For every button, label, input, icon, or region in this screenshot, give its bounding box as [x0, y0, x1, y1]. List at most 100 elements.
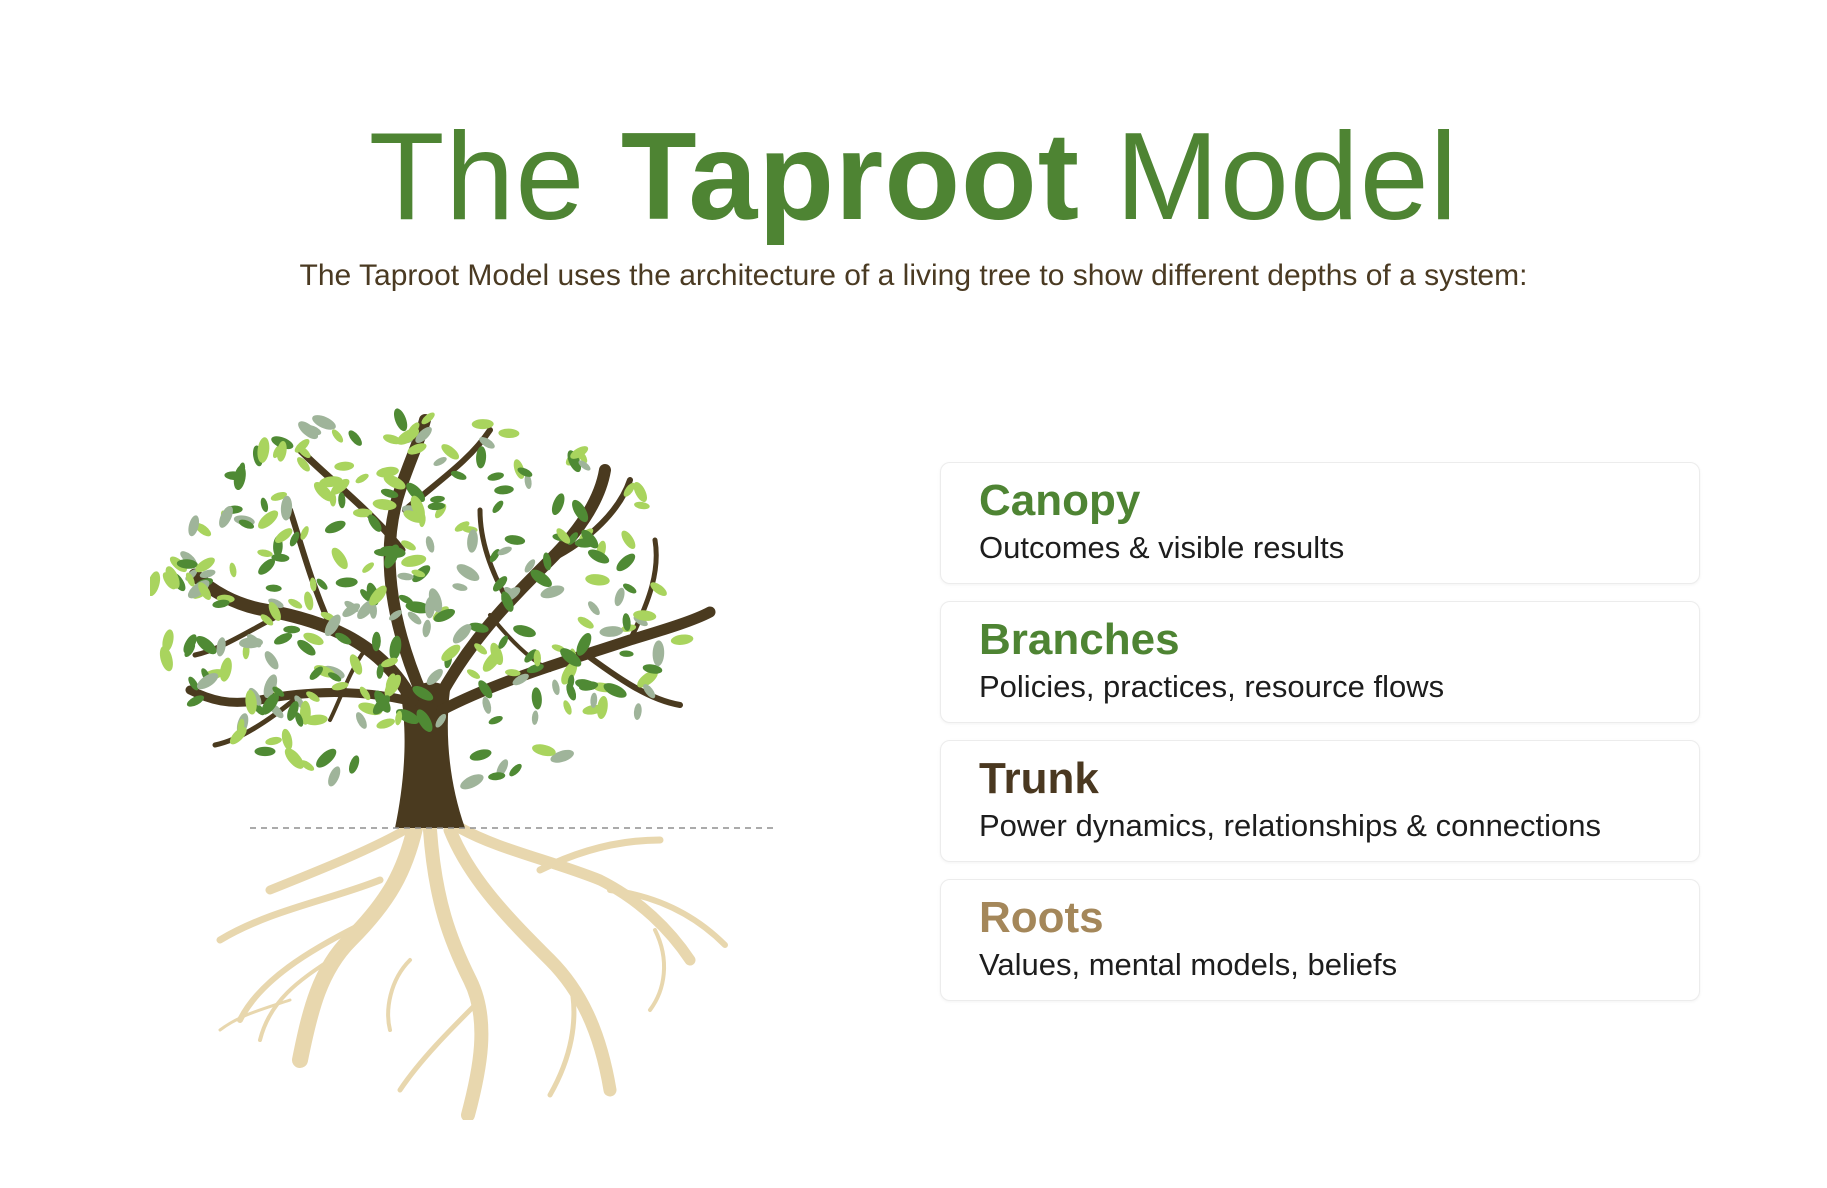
leaf-294 [587, 549, 610, 564]
leaf-261 [381, 657, 398, 668]
leaf-147 [159, 646, 173, 672]
leaf-297 [433, 457, 447, 466]
layer-title-roots: Roots [979, 893, 1104, 942]
leaf-229 [468, 622, 489, 633]
leaf-284 [441, 444, 460, 460]
root-10 [547, 977, 577, 1098]
leaf-203 [372, 499, 397, 511]
leaf-198 [238, 462, 246, 478]
leaf-216 [335, 632, 352, 645]
leaf-76 [616, 553, 636, 572]
leaf-281 [393, 408, 408, 432]
root-14 [386, 958, 412, 1032]
leaf-220 [288, 598, 303, 609]
leaf-117 [324, 614, 341, 637]
leaf-269 [570, 446, 589, 459]
leaf-137 [476, 446, 487, 469]
title-post: Model [1080, 108, 1459, 246]
leaf-252 [396, 428, 420, 445]
subtitle: The Taproot Model uses the architecture … [299, 259, 1528, 292]
branch-15 [488, 613, 552, 672]
leaf-30 [488, 715, 503, 725]
leaf-54 [328, 766, 341, 787]
leaf-222 [422, 619, 431, 638]
leaf-280 [469, 749, 492, 761]
leaf-80 [489, 548, 500, 563]
root-9 [397, 997, 483, 1093]
leaf-142 [396, 708, 420, 725]
leaf-243 [452, 624, 472, 644]
leaf-0 [407, 611, 422, 625]
leaf-8 [265, 736, 282, 746]
leaf-241 [416, 709, 433, 732]
leaf-1 [415, 426, 432, 443]
leaf-292 [219, 505, 233, 528]
page-title: The Taproot Model [0, 112, 1827, 242]
leaf-18 [634, 501, 650, 510]
leaf-278 [349, 654, 363, 675]
leaf-155 [176, 559, 198, 569]
leaf-196 [642, 664, 663, 674]
leaf-132 [512, 673, 529, 686]
leaf-290 [397, 572, 414, 581]
leaf-276 [576, 632, 592, 656]
branch-12 [212, 692, 303, 748]
leaf-12 [376, 718, 395, 729]
leaf-279 [369, 585, 387, 606]
leaf-103 [488, 772, 506, 781]
leaf-51 [348, 430, 362, 446]
leaf-169 [238, 519, 255, 529]
tree-illustration-icon [150, 408, 775, 1120]
leaf-86 [412, 685, 434, 701]
leaf-251 [276, 441, 287, 462]
leaf-67 [585, 574, 610, 586]
leaf-7 [567, 532, 578, 545]
leaf-264 [374, 690, 391, 713]
leaf-25 [492, 500, 504, 514]
leaf-6 [380, 488, 399, 499]
leaf-250 [556, 528, 571, 544]
leaf-209 [303, 424, 322, 436]
leaf-64 [405, 601, 431, 614]
leaf-161 [281, 728, 293, 750]
leaf-148 [532, 744, 556, 757]
leaf-98 [360, 589, 372, 602]
leaf-193 [327, 672, 342, 682]
leaf-153 [552, 679, 560, 696]
leaf-291 [260, 497, 269, 513]
leaf-150 [272, 686, 285, 697]
leaf-102 [637, 670, 658, 688]
leaf-212 [198, 582, 212, 600]
leaf-31 [441, 644, 461, 662]
leaf-298 [579, 681, 599, 691]
leaf-41 [257, 549, 273, 557]
leaf-289 [165, 566, 180, 589]
leaf-295 [597, 695, 608, 720]
leaf-271 [239, 637, 263, 649]
leaf-122 [186, 695, 205, 707]
leaf-257 [467, 529, 478, 553]
leaf-224 [427, 502, 446, 511]
leaf-33 [335, 577, 358, 588]
leaf-104 [572, 499, 589, 523]
leaf-226 [344, 600, 359, 613]
leaf-58 [479, 437, 495, 449]
leaf-283 [533, 650, 542, 667]
leaf-71 [524, 473, 532, 490]
leaf-268 [652, 640, 665, 667]
leaf-16 [456, 564, 480, 582]
leaf-255 [383, 474, 406, 490]
leaf-92 [513, 625, 536, 638]
leaf-15 [330, 478, 350, 495]
leaf-282 [316, 578, 328, 590]
leaf-296 [531, 710, 539, 725]
leaf-263 [294, 439, 310, 453]
leaf-166 [466, 669, 481, 679]
layer-list: Canopy Outcomes & visible results Branch… [940, 462, 1700, 1018]
leaf-231 [474, 643, 488, 655]
leaf-140 [258, 558, 276, 575]
leaf-59 [509, 763, 522, 777]
leaf-207 [316, 748, 337, 768]
leaf-219 [492, 576, 508, 592]
leaf-266 [229, 562, 237, 578]
